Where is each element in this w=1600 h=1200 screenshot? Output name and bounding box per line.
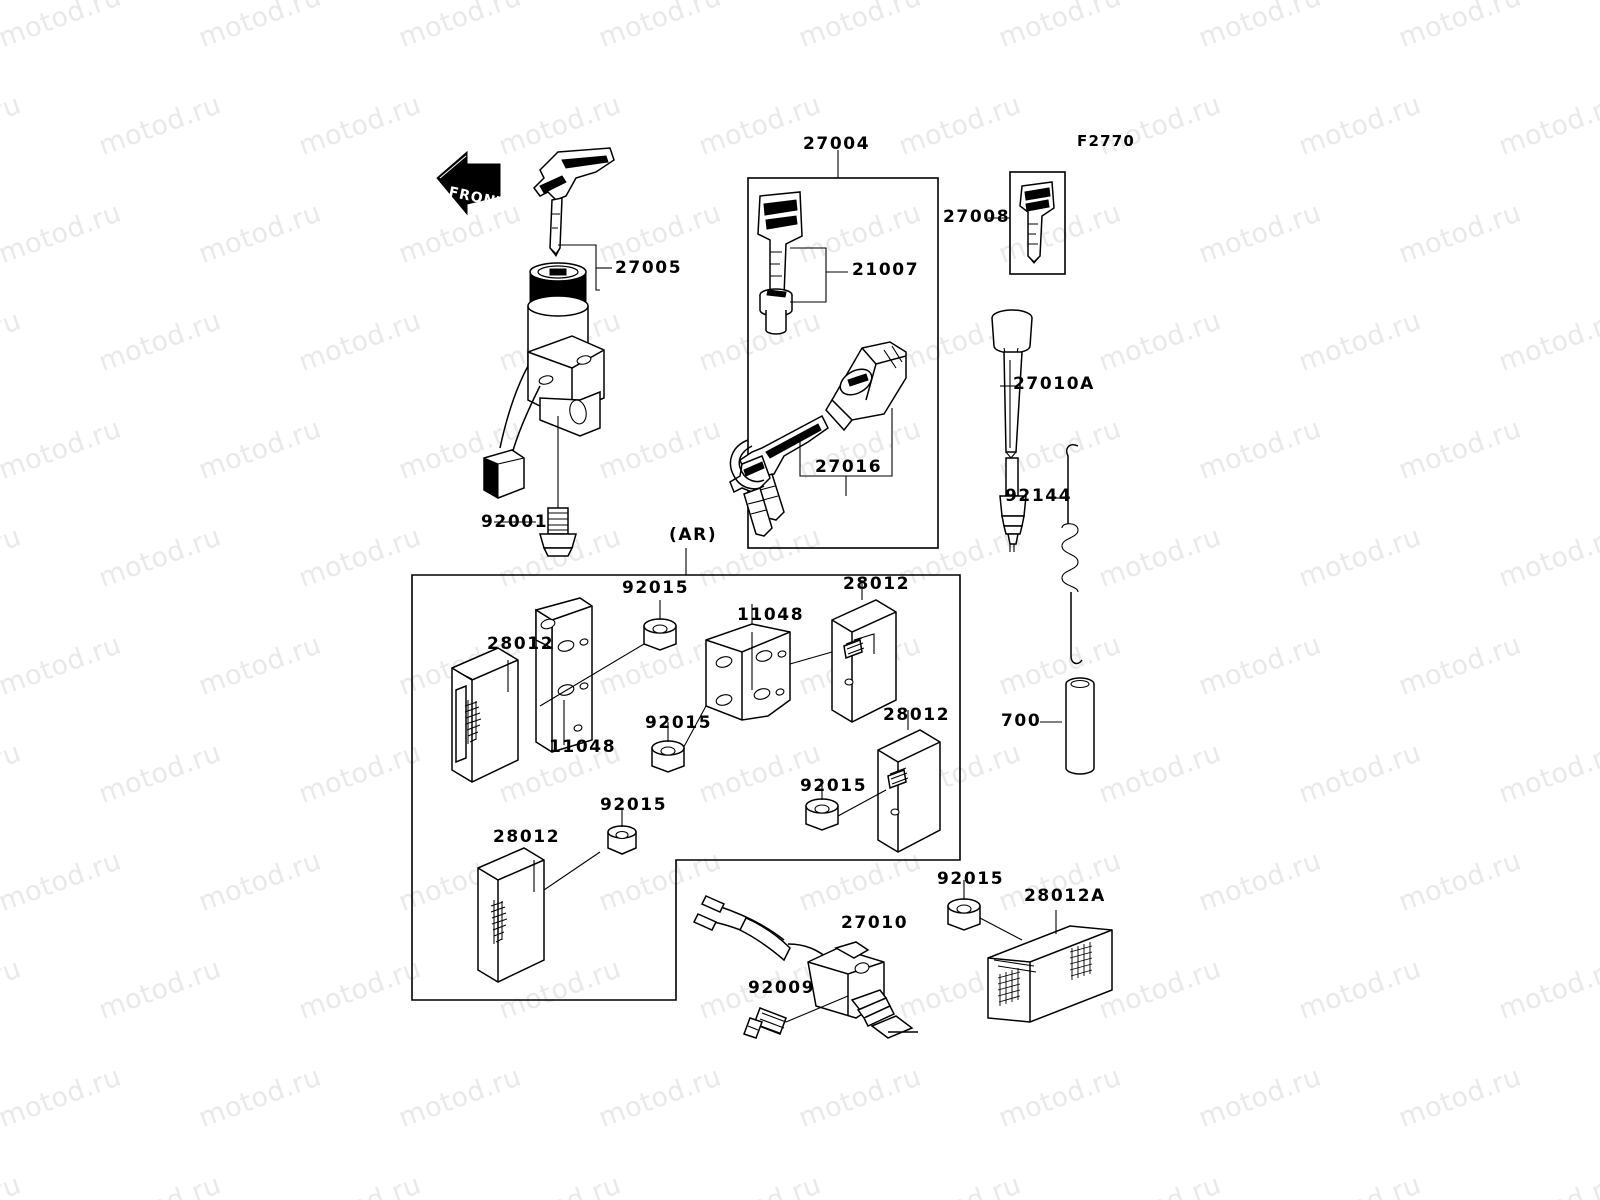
reflector-28012-topleft [451, 647, 519, 783]
label-11048-left: 11048 [549, 737, 617, 757]
ignition-switch-27005 [483, 147, 615, 557]
nut-92015-top [539, 600, 677, 707]
reflector-28012-topright [789, 580, 897, 723]
bracket-11048-center [679, 604, 791, 755]
label-28012A: 28012A [1024, 886, 1106, 906]
lock-set-box-27004 [729, 150, 939, 549]
label-11048-center: 11048 [737, 605, 805, 625]
reflector-28012-bottomleft [477, 847, 601, 983]
front-arrow-marker: FRONT [436, 150, 508, 216]
lock-cylinder-27016 [825, 341, 907, 432]
label-28012-topright: 28012 [843, 574, 911, 594]
ignition-key [533, 147, 615, 258]
nut-92015-bottom [607, 808, 637, 855]
label-27016: 27016 [815, 457, 883, 477]
keys-27016 [729, 414, 829, 537]
label-28012-topleft: 28012 [487, 634, 555, 654]
nut-92015-far-right [947, 880, 1023, 941]
label-92015-bottom: 92015 [600, 795, 668, 815]
nut-92015-right [805, 780, 887, 831]
label-28012-bottomleft: 28012 [493, 827, 561, 847]
ar-reflector-box [411, 548, 961, 1001]
label-92015-right: 92015 [800, 776, 868, 796]
spring-92144 [1052, 444, 1083, 665]
label-27008: 27008 [943, 207, 1011, 227]
label-92009: 92009 [748, 978, 816, 998]
reflector-28012-midright [877, 710, 941, 853]
label-ar-marker: (AR) [669, 525, 718, 545]
rotor-21007 [759, 288, 793, 335]
label-92144: 92144 [1005, 486, 1073, 506]
screw-92009 [743, 995, 849, 1039]
label-reference-code: F2770 [1077, 132, 1135, 150]
label-21007: 21007 [852, 260, 920, 280]
label-700: 700 [1001, 711, 1042, 731]
label-27010: 27010 [841, 913, 909, 933]
label-27005: 27005 [615, 258, 683, 278]
label-27004: 27004 [803, 134, 871, 154]
label-92001: 92001 [481, 512, 549, 532]
label-28012-midright: 28012 [883, 705, 951, 725]
nut-92015-middle [651, 722, 685, 773]
label-27010A: 27010A [1013, 374, 1095, 394]
tube-700 [1040, 677, 1095, 775]
reflector-28012A [987, 910, 1113, 1023]
switch-27010 [692, 895, 918, 1039]
bracket-11048-left [535, 597, 593, 753]
label-92015-top: 92015 [622, 578, 690, 598]
label-92015-far-right: 92015 [937, 869, 1005, 889]
switch-27010A [991, 309, 1033, 552]
key-box-27008 [988, 171, 1066, 275]
label-92015-middle: 92015 [645, 713, 713, 733]
bolt-92001 [494, 416, 577, 557]
